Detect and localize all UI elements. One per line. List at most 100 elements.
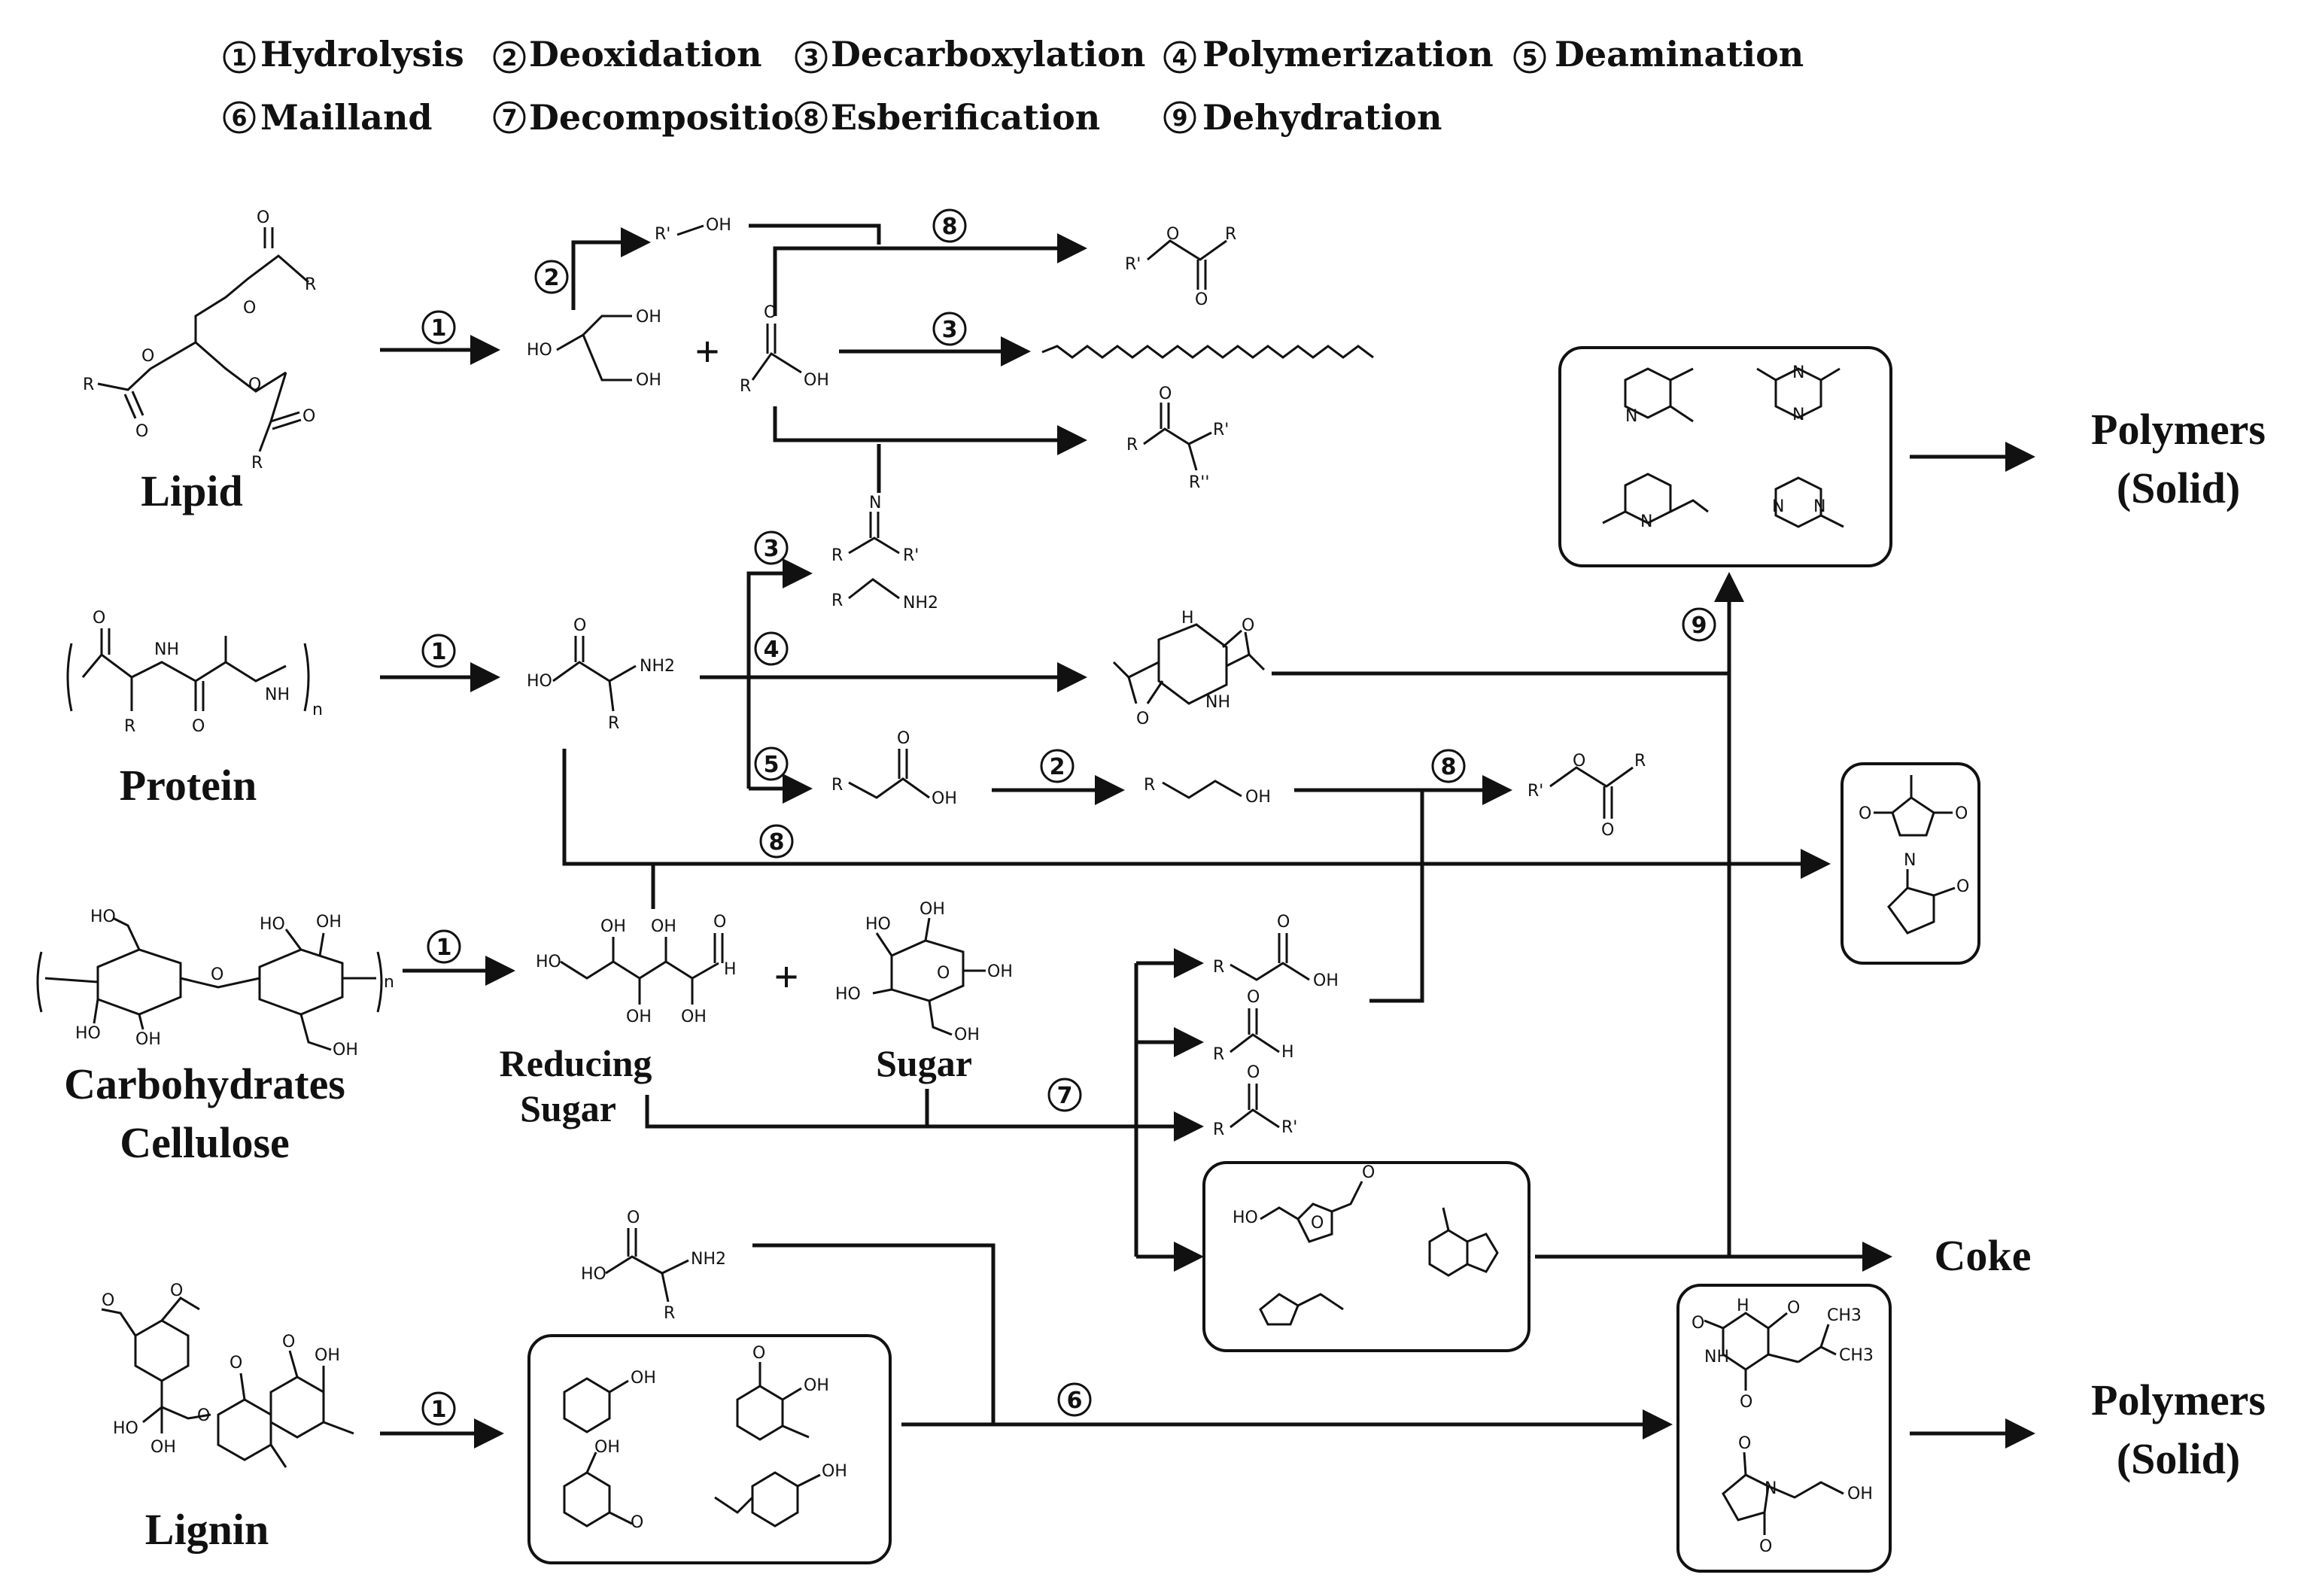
svg-text:1: 1 — [436, 935, 452, 961]
svg-text:N: N — [1640, 512, 1652, 531]
svg-text:O: O — [1247, 1063, 1260, 1082]
svg-text:Mailland: Mailland — [260, 97, 433, 138]
svg-text:2: 2 — [544, 265, 560, 291]
svg-text:OH: OH — [804, 1376, 829, 1395]
svg-text:R: R — [1634, 752, 1646, 771]
svg-text:6: 6 — [1067, 1388, 1083, 1414]
ketone-product-lipid: R O R' R'' — [1126, 385, 1229, 492]
lignin-label: Lignin — [145, 1505, 269, 1554]
arrow-number-protein-decarb: 3 — [754, 530, 789, 565]
arrow-esterification-lipid — [773, 233, 1087, 316]
svg-text:2: 2 — [1050, 754, 1065, 780]
arrow-number-lignin-hydrolysis: 1 — [421, 1391, 456, 1426]
svg-text:2: 2 — [502, 45, 518, 71]
svg-text:R: R — [1213, 1120, 1224, 1139]
svg-text:OH: OH — [600, 917, 626, 936]
arrow-number-alcohol-ester: 8 — [1431, 749, 1466, 783]
svg-text:R: R — [664, 1304, 675, 1323]
svg-text:O: O — [1195, 290, 1208, 309]
svg-text:CH3: CH3 — [1839, 1346, 1874, 1365]
svg-text:4: 4 — [1172, 45, 1188, 71]
svg-text:R: R — [831, 591, 843, 610]
svg-text:N: N — [1772, 497, 1784, 516]
glucose-ring-structure: HO OH OH HO OH O — [835, 900, 1013, 1044]
svg-text:O: O — [1311, 1214, 1324, 1233]
line-aminoacid-maillard — [752, 1243, 995, 1424]
svg-text:R: R — [1144, 776, 1155, 795]
amino-acid-structure: HO O NH2 R — [527, 616, 675, 733]
svg-text:OH: OH — [987, 962, 1013, 981]
svg-text:O: O — [282, 1333, 295, 1351]
svg-text:NH: NH — [1205, 693, 1230, 712]
svg-text:O: O — [1159, 385, 1172, 403]
legend: 1 Hydrolysis 2 Deoxidation 3 Decarboxyla… — [223, 34, 1804, 138]
sugar-label: Sugar — [876, 1042, 972, 1084]
svg-text:6: 6 — [232, 105, 248, 132]
svg-text:5: 5 — [764, 752, 780, 778]
svg-text:CH3: CH3 — [1827, 1306, 1862, 1325]
plus-sign-carbs: + — [774, 953, 798, 1002]
polymers-bottom-label-1: Polymers — [2091, 1376, 2266, 1424]
svg-text:H: H — [1181, 609, 1194, 628]
svg-text:R'': R'' — [1189, 473, 1209, 492]
cellulose-structure: HO HO OH O HO OH OH n — [36, 907, 394, 1059]
svg-text:NH: NH — [265, 686, 290, 704]
svg-text:R': R' — [1213, 421, 1229, 439]
svg-text:7: 7 — [502, 105, 518, 132]
svg-text:OH: OH — [1245, 788, 1271, 807]
svg-text:OH: OH — [594, 1438, 620, 1457]
amino-acid-lignin-structure: HO O NH2 R — [581, 1208, 726, 1323]
lipid-label: Lipid — [141, 467, 242, 515]
svg-text:R: R — [1126, 436, 1138, 454]
lignin-phenolics-box — [527, 1334, 892, 1564]
legend-item-deamination: 5 Deamination — [1513, 34, 1804, 74]
svg-text:HO: HO — [835, 985, 861, 1004]
phenolic-structures: OH O OH OH O OH — [563, 1344, 847, 1532]
svg-text:3: 3 — [804, 45, 819, 71]
pyrimidine-box — [1676, 1284, 1892, 1573]
svg-text:O: O — [573, 616, 586, 635]
svg-text:NH2: NH2 — [640, 657, 675, 676]
svg-text:n: n — [384, 973, 394, 992]
polymers-top-label-1: Polymers — [2091, 405, 2266, 454]
svg-text:O: O — [1955, 804, 1968, 823]
reducing-sugar-label-1: Reducing — [500, 1042, 652, 1084]
svg-text:O: O — [1362, 1163, 1375, 1182]
glycerol-structure: HO OH OH — [527, 308, 661, 390]
svg-text:NH: NH — [1704, 1348, 1729, 1366]
svg-text:8: 8 — [942, 214, 958, 240]
svg-text:O: O — [631, 1513, 643, 1532]
svg-text:R: R — [251, 454, 263, 473]
svg-text:O: O — [211, 965, 223, 984]
arrow-number-dehydration: 9 — [1682, 607, 1716, 642]
svg-text:Dehydration: Dehydration — [1202, 97, 1442, 138]
ketone-decomp-structure: R O R' — [1213, 1063, 1297, 1139]
svg-text:O: O — [1787, 1299, 1800, 1318]
arrow-number-decomposition: 7 — [1047, 1078, 1082, 1112]
svg-text:HO: HO — [527, 672, 552, 691]
svg-text:5: 5 — [1522, 45, 1538, 71]
legend-item-esberification: 8 Esberification — [795, 97, 1100, 138]
svg-text:O: O — [229, 1354, 242, 1373]
svg-text:O: O — [197, 1406, 210, 1425]
furan-box — [1202, 1161, 1530, 1352]
svg-text:HO: HO — [75, 1024, 101, 1043]
arrow-number-cell-hydrolysis: 1 — [427, 929, 461, 964]
svg-text:R: R — [124, 717, 135, 736]
svg-text:N: N — [1792, 406, 1804, 424]
svg-text:OH: OH — [954, 1026, 980, 1044]
svg-text:1: 1 — [431, 639, 447, 665]
polypeptide-structure: O R NH O NH n — [66, 609, 323, 736]
svg-text:N: N — [1904, 851, 1916, 870]
svg-text:R: R — [608, 714, 619, 733]
svg-text:O: O — [170, 1281, 183, 1300]
polymers-top-label-2: (Solid) — [2117, 464, 2240, 512]
svg-text:R: R — [740, 377, 751, 396]
pyridine-pyrazine-box — [1558, 346, 1892, 567]
svg-text:O: O — [1166, 225, 1179, 244]
arrow-number-lipid-deox: 2 — [534, 260, 569, 294]
svg-text:R: R — [1213, 958, 1224, 977]
svg-text:Hydrolysis: Hydrolysis — [260, 34, 464, 74]
polymers-bottom-label-2: (Solid) — [2117, 1434, 2240, 1483]
svg-text:O: O — [1692, 1314, 1704, 1333]
